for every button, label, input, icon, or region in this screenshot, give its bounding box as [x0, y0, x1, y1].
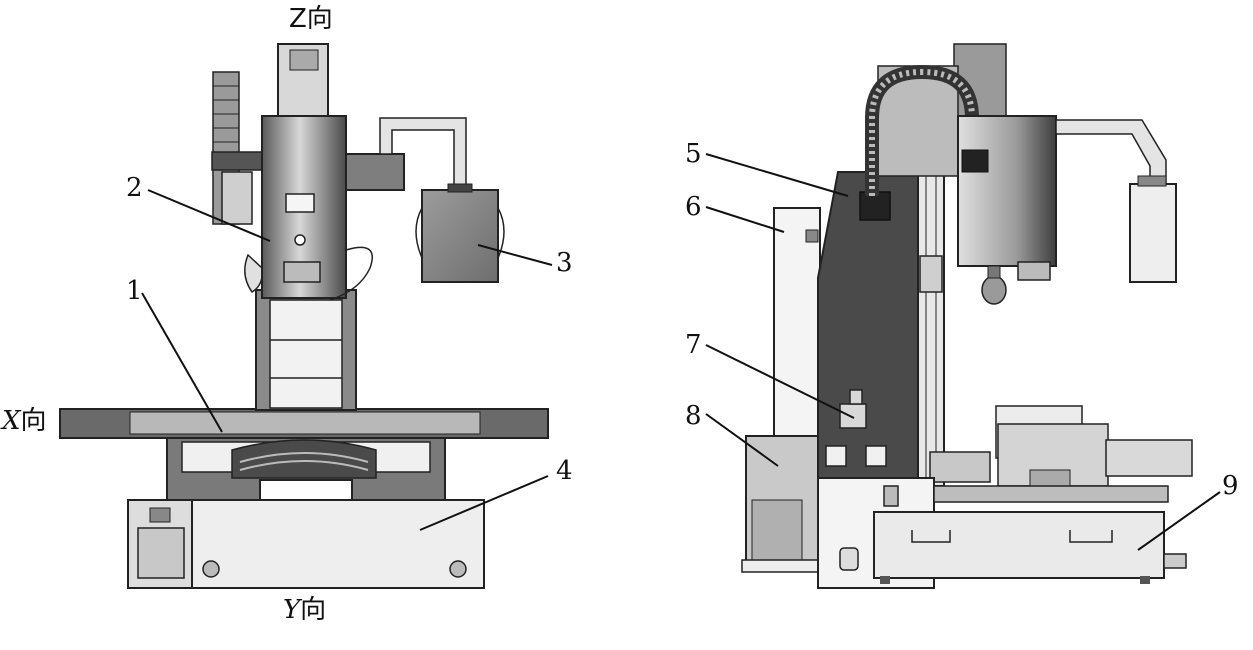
right-spindle-head — [957, 115, 1057, 267]
callout-6: 6 — [685, 192, 702, 222]
callout-9: 9 — [1222, 471, 1239, 501]
left-machine-view — [59, 43, 549, 589]
callout-7: 7 — [685, 330, 702, 360]
right-guide-rail — [917, 167, 945, 487]
leader-lines — [141, 153, 1221, 551]
callout-8: 8 — [685, 401, 702, 431]
left-z-motor — [277, 43, 329, 121]
callout-3: 3 — [556, 248, 573, 278]
x-axis-label: X向 — [0, 406, 47, 436]
callout-1: 1 — [126, 276, 143, 306]
left-coolant-box — [421, 189, 499, 283]
left-base-bolt — [449, 560, 467, 578]
left-base-bolt — [202, 560, 220, 578]
callout-4: 4 — [556, 456, 573, 486]
z-axis-label: Z向 — [289, 4, 333, 34]
callout-5: 5 — [685, 139, 702, 169]
callout-2: 2 — [126, 173, 143, 203]
y-axis-label: Y向 — [283, 595, 326, 625]
right-table-rail — [933, 485, 1169, 503]
right-control-knob — [839, 403, 867, 429]
right-coolant-box — [1129, 183, 1177, 283]
right-y-table — [873, 511, 1165, 579]
right-machine-view — [741, 43, 1193, 589]
